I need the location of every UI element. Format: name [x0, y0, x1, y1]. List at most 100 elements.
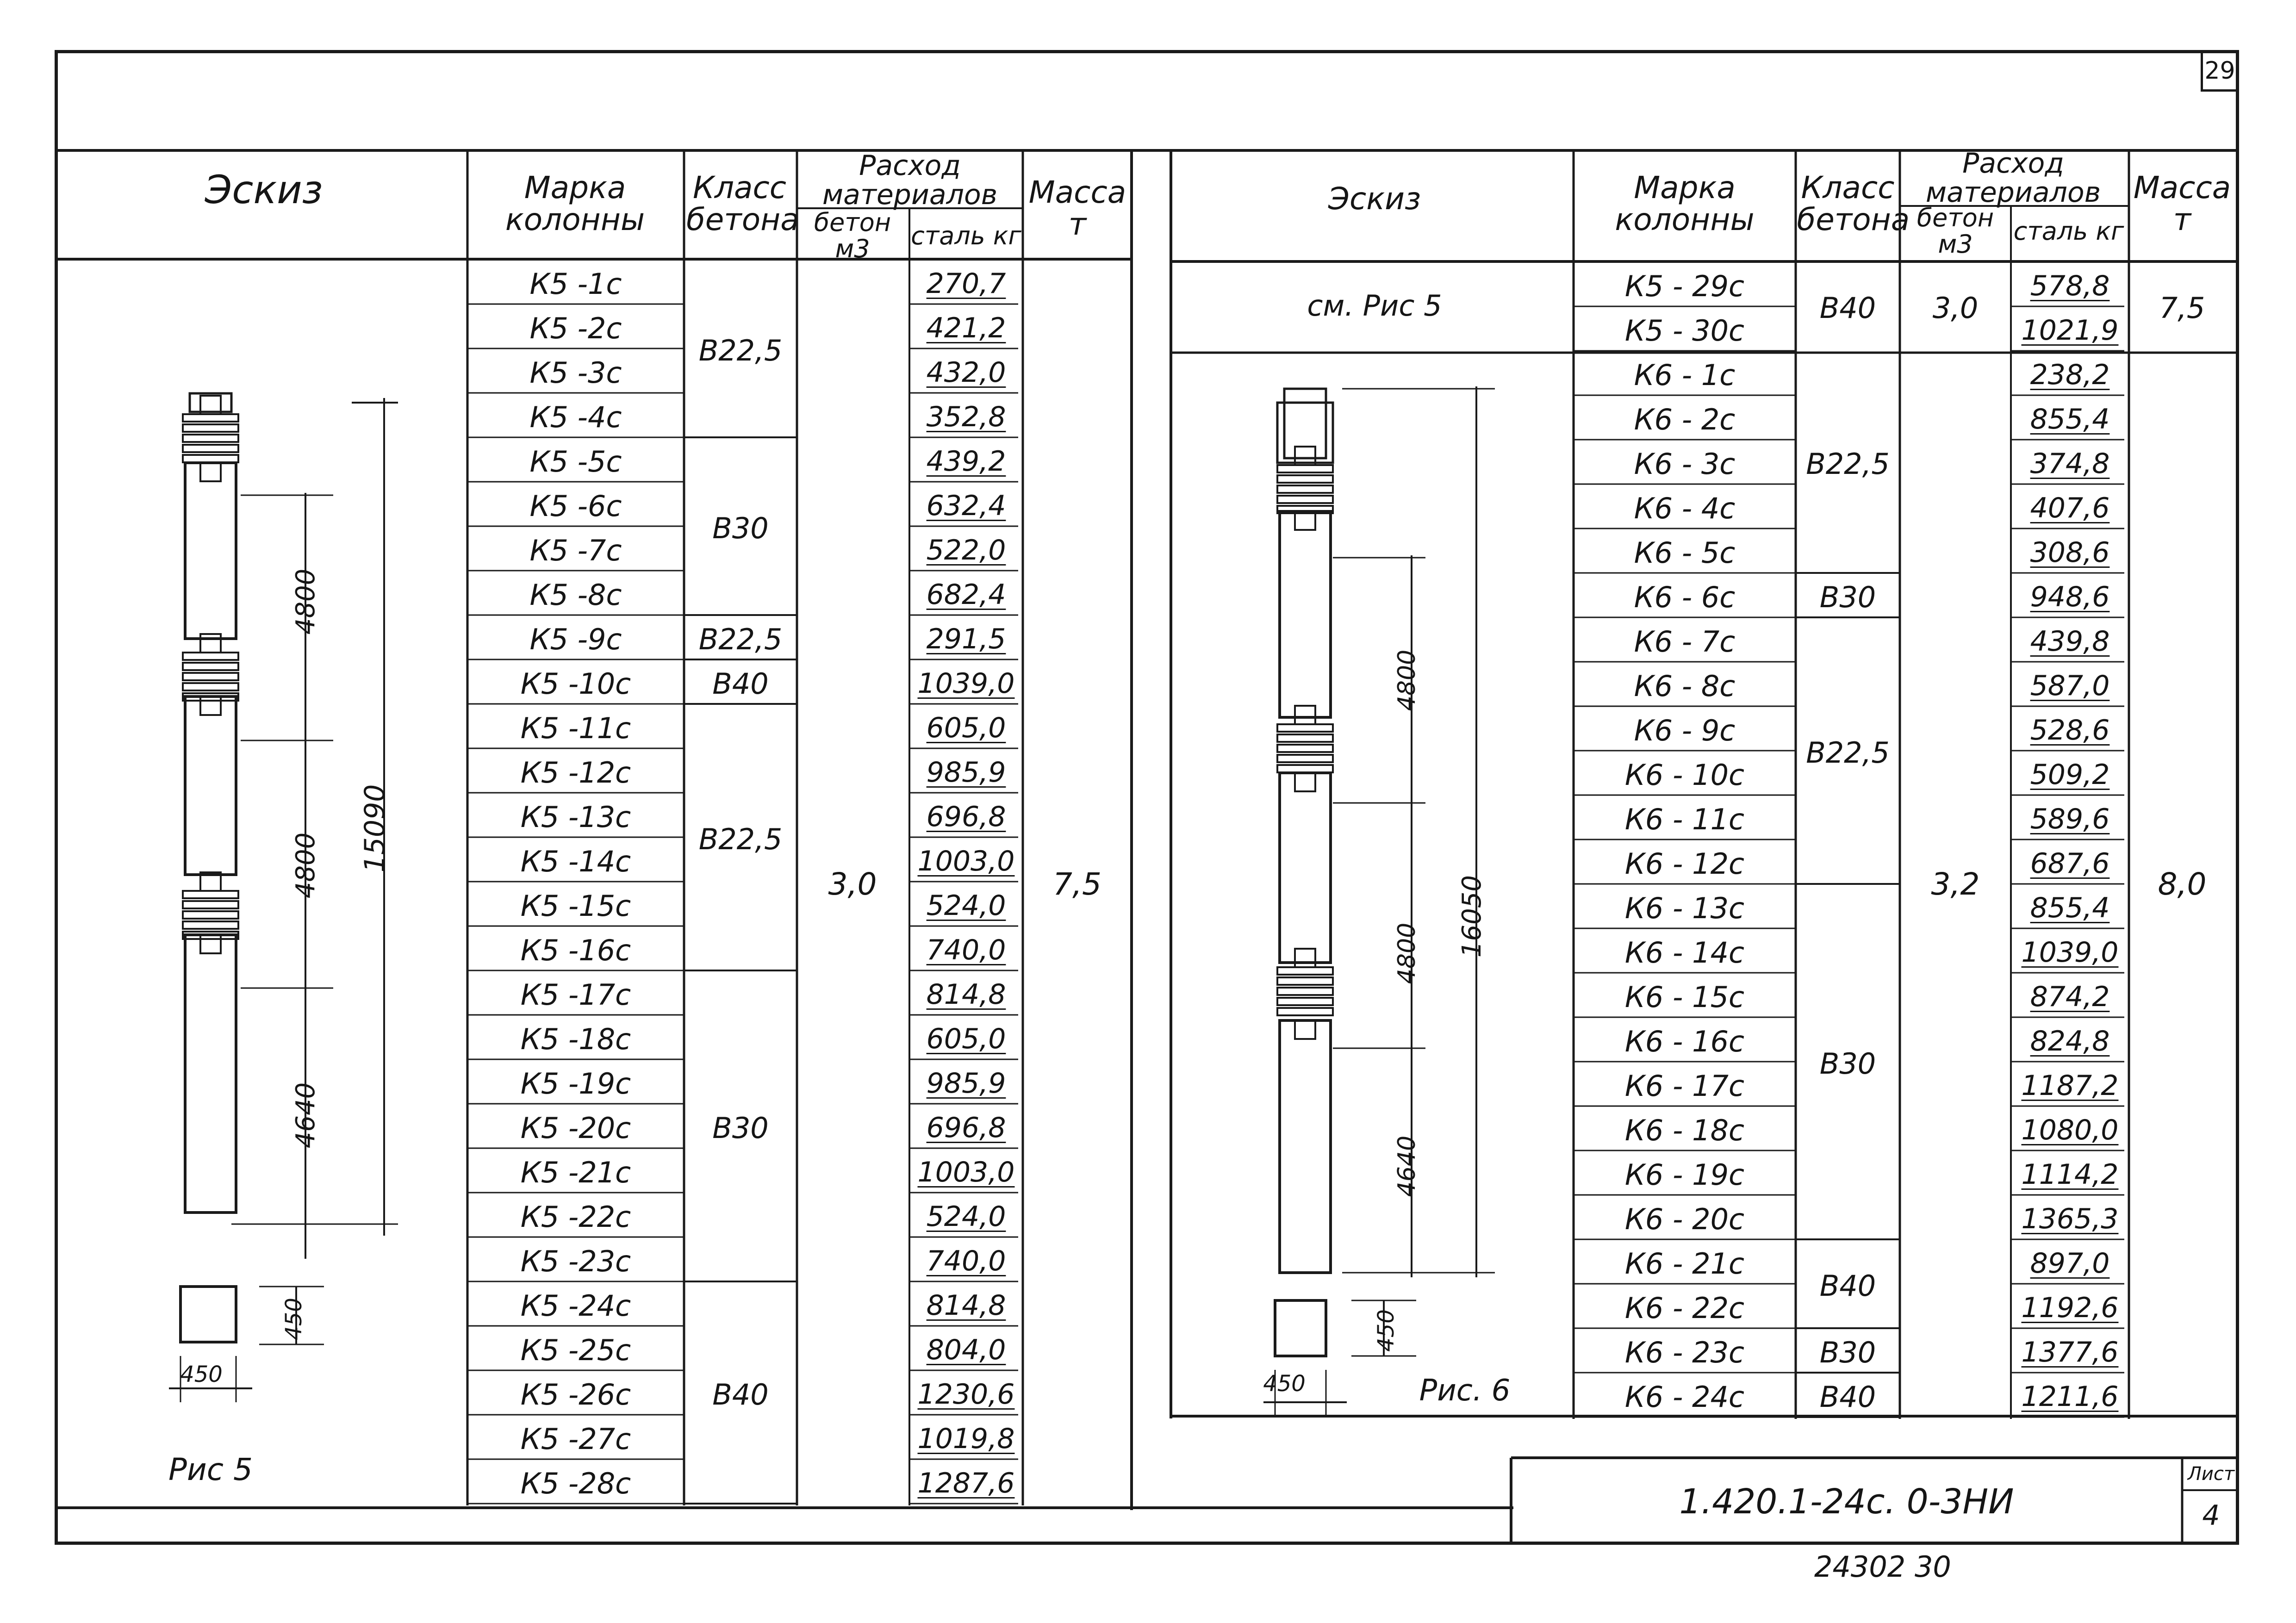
left-dim-1: 4800 [290, 568, 321, 635]
right-row-steel: 1365,3 [2021, 1203, 2119, 1235]
left-row-mark: К5 -20с [520, 1111, 631, 1145]
right-header-mark: Марка колонны [1574, 157, 1796, 250]
left-class-group: В30 [712, 511, 769, 545]
left-column-joint-ring [182, 434, 239, 443]
left-row-steel: 421,2 [926, 312, 1006, 344]
right-row-mark: К6 - 5с [1634, 535, 1736, 570]
sheet-number: 29 [2204, 56, 2235, 85]
right-row-mark: К6 - 2с [1634, 402, 1736, 436]
right-class-group: В22,5 [1806, 447, 1890, 481]
left-row-mark: К5 -3с [529, 355, 622, 390]
left-column-joint-plate [199, 633, 222, 653]
right-column-joint-ring [1276, 966, 1334, 976]
right-row-mark: К6 - 18с [1624, 1113, 1745, 1147]
left-column-joint-ring [182, 692, 239, 702]
left-row-mark: К5 -21с [520, 1155, 631, 1189]
right-row-mark: К6 - 23с [1624, 1335, 1745, 1369]
right-row-steel: 1039,0 [2021, 936, 2119, 969]
left-header-steel: сталь кг [911, 221, 1021, 250]
right-row-steel: 855,4 [2030, 403, 2110, 435]
left-row-steel: 682,4 [926, 578, 1006, 611]
left-row-steel: 605,0 [926, 1023, 1006, 1055]
right-row-steel: 407,6 [2030, 492, 2110, 524]
left-dim-total: 15090 [359, 784, 391, 873]
left-class-group: В22,5 [698, 622, 783, 656]
left-row-mark: К5 -7с [529, 533, 622, 567]
right-dim-3: 4640 [1393, 1135, 1421, 1197]
left-header-mass: Масса т [1028, 174, 1126, 242]
left-column-joint-ring [182, 920, 239, 930]
right-top-row-steel: 578,8 [2030, 270, 2110, 302]
right-column-joint-ring [1276, 485, 1334, 494]
right-column-shaft [1278, 1019, 1332, 1274]
left-class-group: В40 [712, 666, 769, 701]
right-row-mark: К6 - 16с [1624, 1024, 1745, 1058]
right-row-steel: 1211,6 [2021, 1380, 2119, 1413]
right-row-mark: К6 - 3с [1634, 447, 1736, 481]
left-row-mark: К5 -12с [520, 755, 631, 790]
left-row-steel: 740,0 [926, 1245, 1006, 1277]
left-header-consumption: Расход материалов [822, 149, 998, 211]
right-row-steel: 439,8 [2030, 625, 2110, 658]
right-top-row-steel: 1021,9 [2021, 314, 2119, 347]
right-row-mark: К6 - 14с [1624, 935, 1745, 970]
right-row-steel: 308,6 [2030, 536, 2110, 569]
left-column-joint-ring [182, 890, 239, 899]
right-section-h: 450 [1373, 1309, 1399, 1352]
right-column-joint-ring [1276, 1007, 1334, 1016]
left-header-sketch: Эскиз [205, 167, 323, 212]
right-column-joint-ring [1276, 976, 1334, 986]
right-row-steel: 948,6 [2030, 581, 2110, 613]
left-row-mark: К5 -2с [529, 311, 622, 345]
right-column-joint-ring [1276, 505, 1334, 514]
right-row-steel: 824,8 [2030, 1025, 2110, 1057]
left-column-joint-ring [182, 444, 239, 453]
left-column-plate [199, 934, 222, 954]
right-column-plate [1294, 1020, 1316, 1040]
right-row-steel: 587,0 [2030, 670, 2110, 702]
right-header-concrete: бетон м3 [1916, 203, 1994, 259]
right-row-mark: К6 - 21с [1624, 1246, 1745, 1281]
right-row-mark: К6 - 9с [1634, 713, 1736, 747]
left-row-steel: 1019,8 [917, 1423, 1015, 1455]
left-column-joint-ring [182, 652, 239, 661]
left-row-steel: 814,8 [926, 1289, 1006, 1322]
left-column-joint-ring [182, 662, 239, 671]
right-class-group: В30 [1819, 1046, 1876, 1081]
right-column-joint-ring [1276, 997, 1334, 1006]
right-dim-total: 16050 [1456, 875, 1487, 958]
right-column-plate [1294, 772, 1316, 792]
right-header-sketch: Эскиз [1328, 181, 1421, 217]
left-column-joint-ring [182, 423, 239, 433]
right-row-steel: 1192,6 [2021, 1292, 2119, 1324]
left-row-mark: К5 -24с [520, 1288, 631, 1323]
right-column-joint-ring [1276, 495, 1334, 504]
left-row-steel: 352,8 [926, 401, 1006, 433]
left-row-steel: 524,0 [926, 1200, 1006, 1233]
right-row-mark: К6 - 15с [1624, 980, 1745, 1014]
right-column-joint-ring [1276, 987, 1334, 996]
right-column-joint-ring [1276, 754, 1334, 763]
left-mass-value: 7,5 [1053, 866, 1101, 902]
right-row-mark: К6 - 11с [1624, 802, 1745, 836]
right-row-mark: К6 - 6с [1634, 580, 1736, 614]
left-column-joint-ring [182, 682, 239, 691]
right-column-plate [1294, 510, 1316, 531]
left-column-shaft [184, 933, 237, 1214]
left-header-mark-text: Марка колонны [505, 169, 645, 237]
left-row-steel: 1003,0 [917, 845, 1015, 877]
right-row-mark: К6 - 20с [1624, 1202, 1745, 1236]
right-column-joint-ring [1276, 723, 1334, 733]
left-row-steel: 270,7 [926, 267, 1006, 300]
left-row-mark: К5 -28с [520, 1466, 631, 1500]
right-row-steel: 509,2 [2030, 759, 2110, 791]
left-row-steel: 985,9 [926, 756, 1006, 789]
left-header-mark: Марка колонны [467, 157, 683, 250]
left-class-group: В40 [712, 1377, 769, 1412]
left-header-class: Класс бетона [684, 157, 799, 250]
header-divider [55, 149, 2239, 152]
right-class-group: В22,5 [1806, 735, 1890, 770]
title-block-sheet-label: Лист [2187, 1463, 2235, 1485]
left-column-shaft [184, 695, 237, 876]
